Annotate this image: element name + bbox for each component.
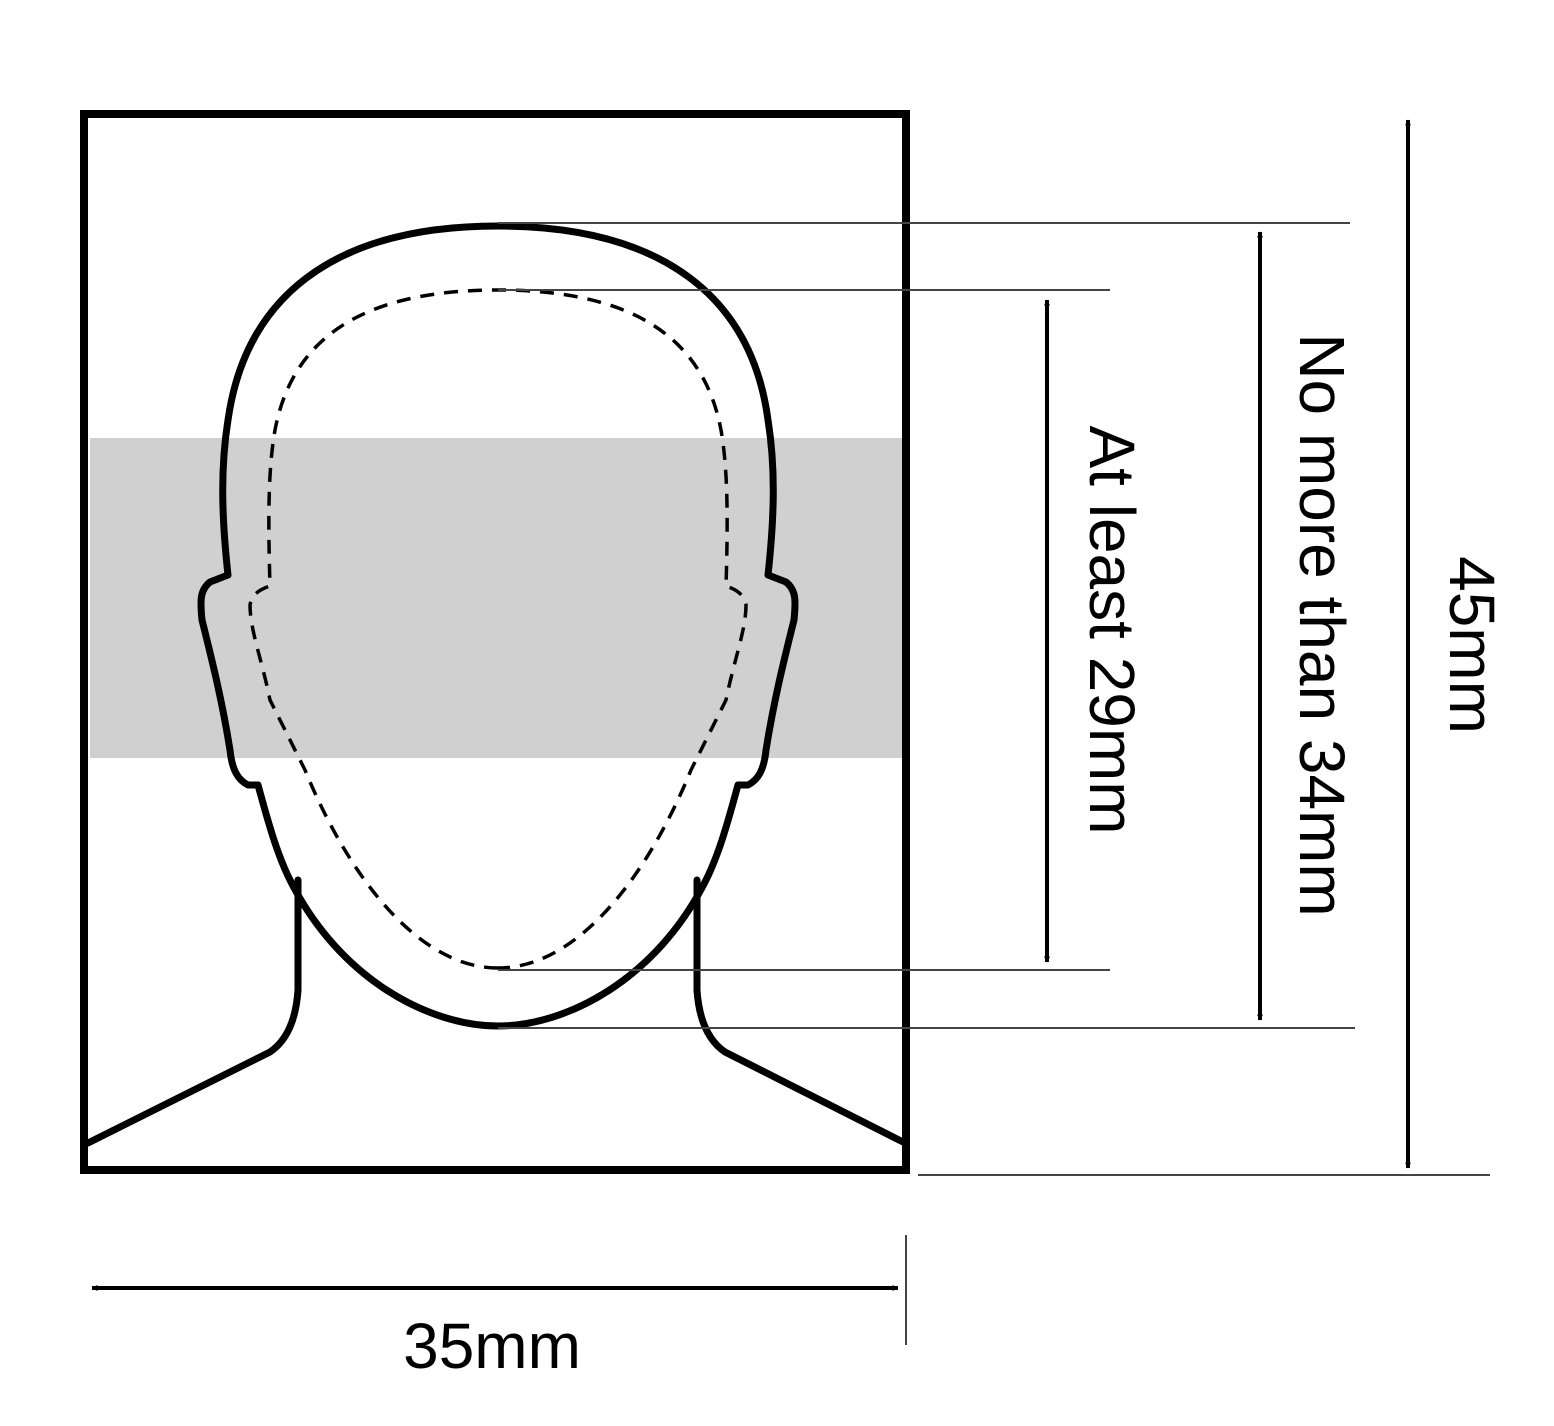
photo-frame xyxy=(80,110,910,1174)
label-height: 45mm xyxy=(1436,556,1508,734)
eye-level-band xyxy=(90,438,904,758)
label-head-min: At least 29mm xyxy=(1076,425,1148,834)
outer-head-outline xyxy=(197,222,799,1030)
guide-lines xyxy=(498,222,1490,1345)
neck-shoulders-outline xyxy=(86,876,905,1147)
label-head-max: No more than 34mm xyxy=(1286,333,1358,916)
dimension-arrows xyxy=(91,119,1411,1291)
label-width: 35mm xyxy=(403,1310,581,1382)
